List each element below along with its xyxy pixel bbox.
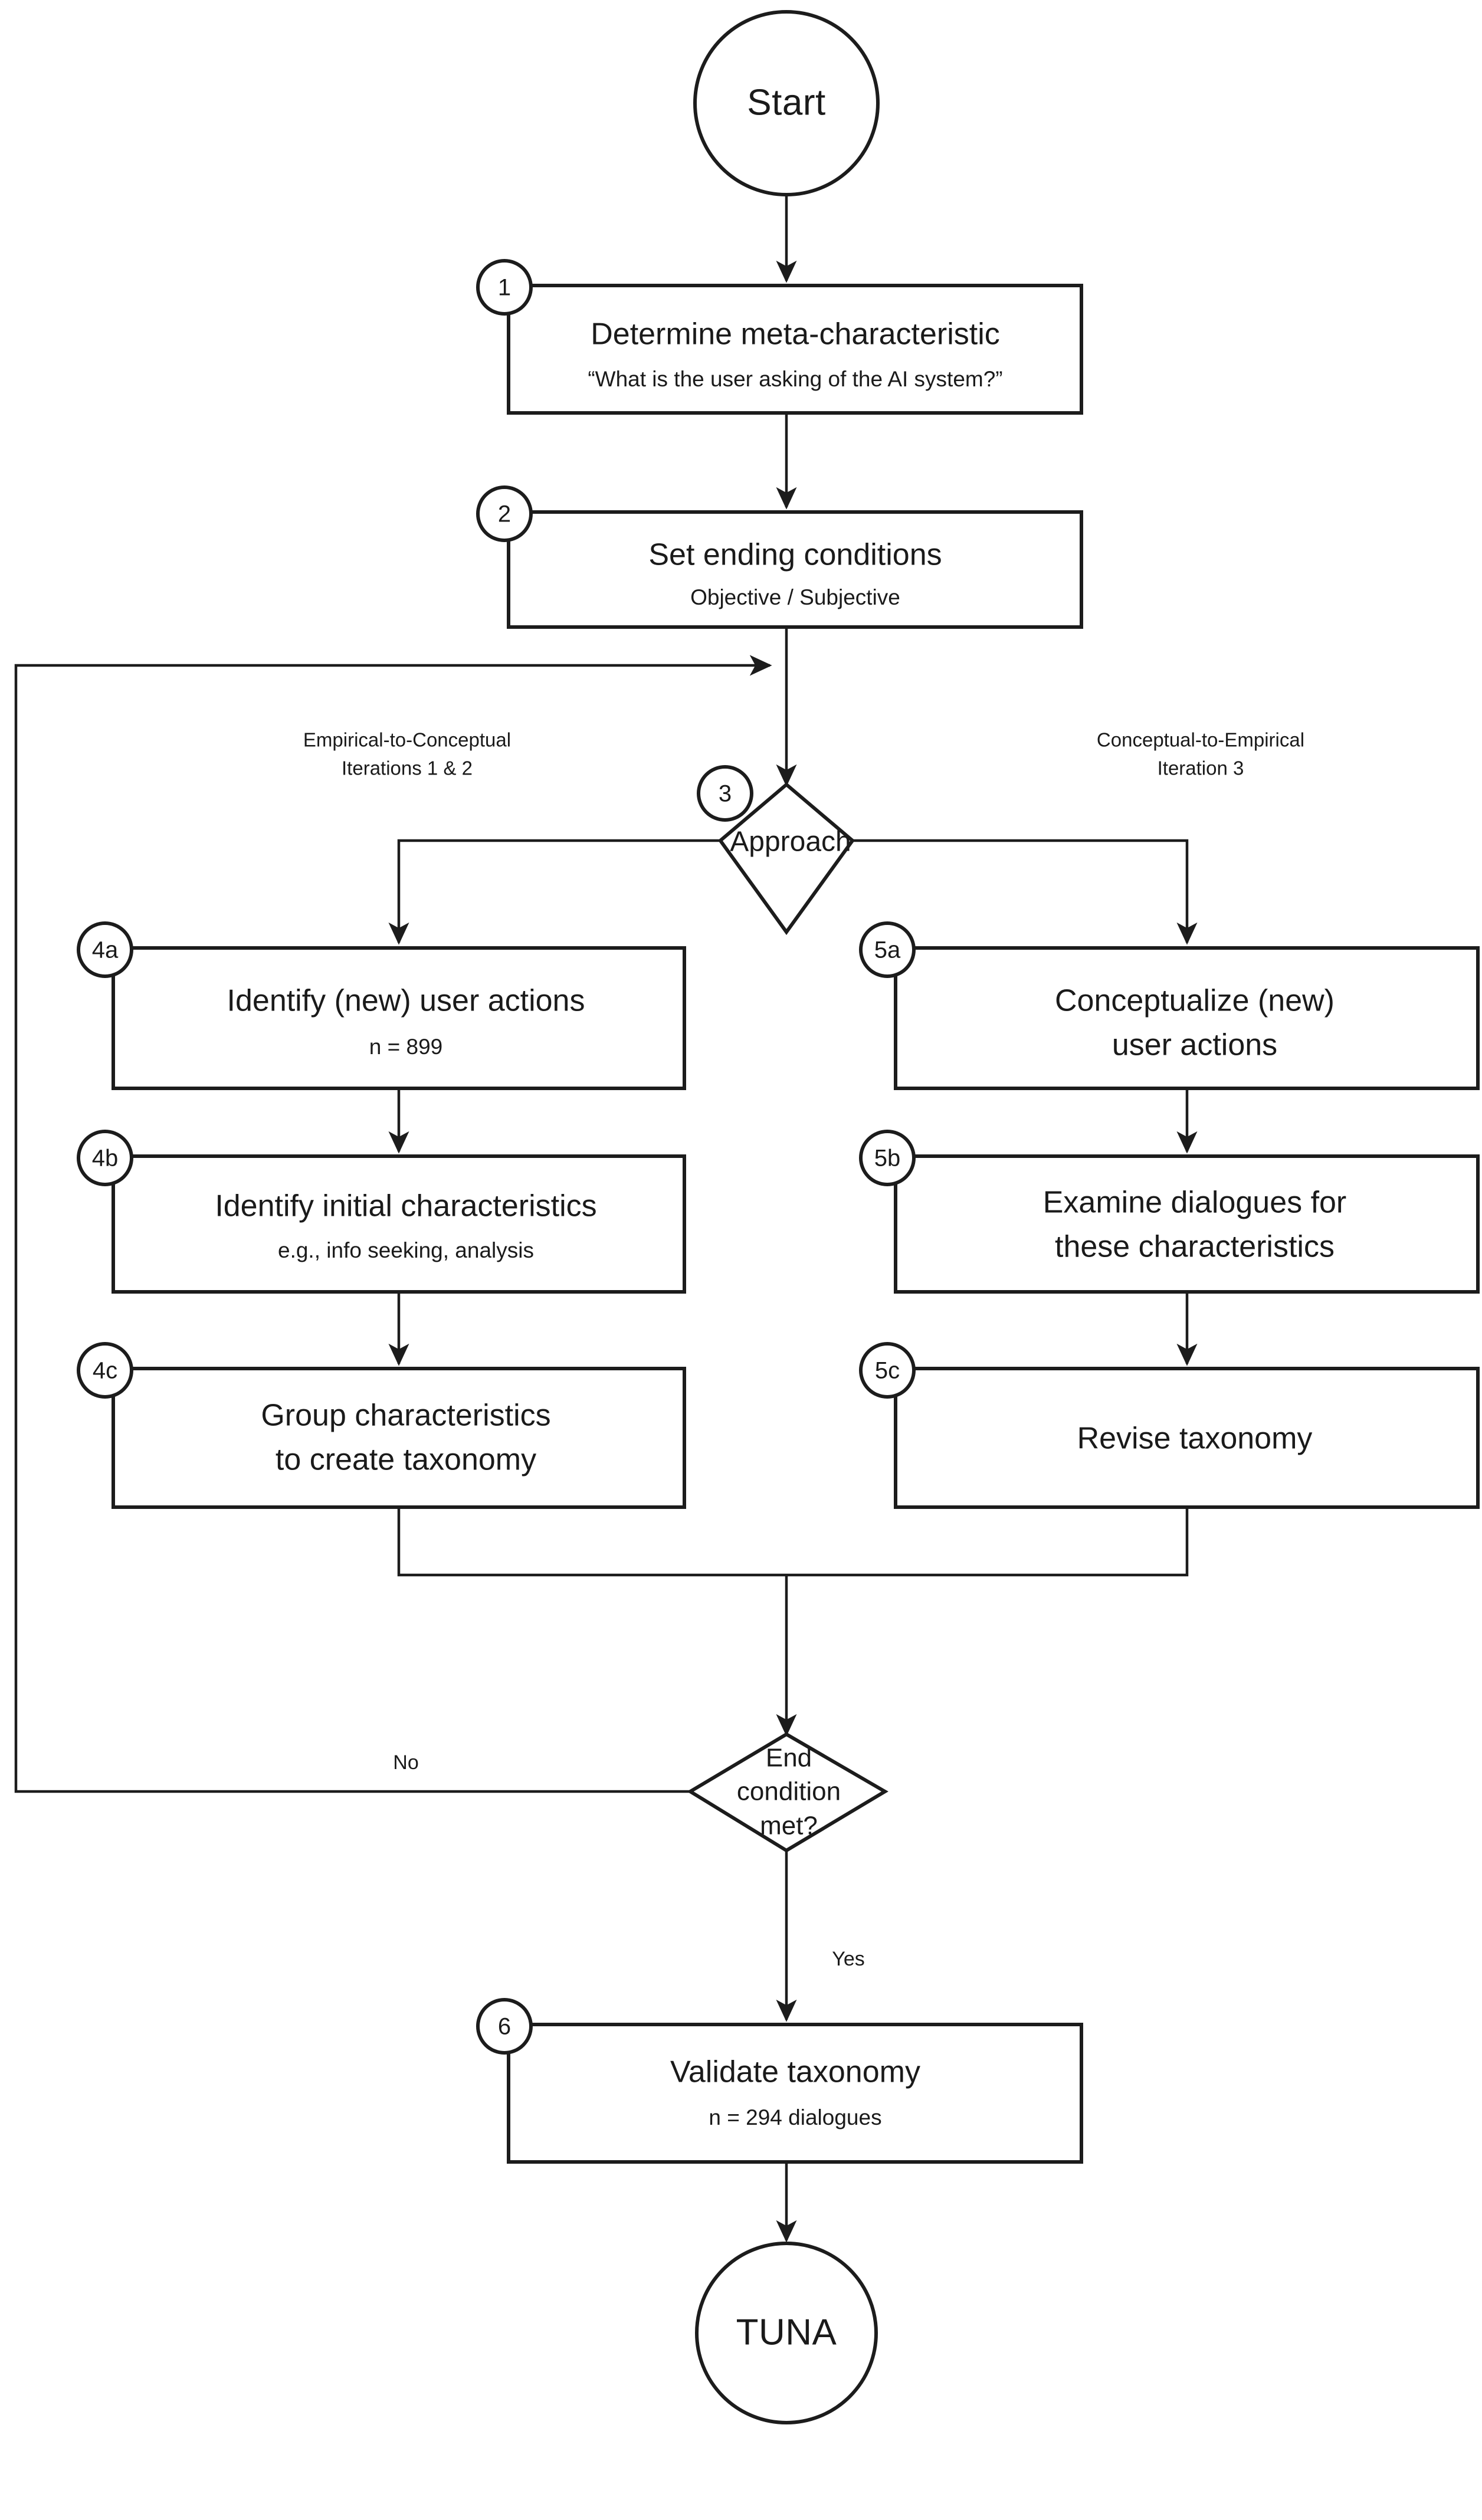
step-2-box: [507, 510, 1083, 629]
step-5b-badge-circle: [859, 1130, 916, 1186]
connector-feedback-loop: [14, 655, 772, 1793]
step-6-node: 6 Validate taxonomy n = 294 dialogues: [476, 1998, 1083, 2164]
step-5a-box: [894, 946, 1480, 1090]
step-5b-box: [894, 1154, 1480, 1294]
step-2-title: Set ending conditions: [648, 538, 942, 572]
step-6-badge-circle: [476, 1998, 533, 2055]
decision-approach-label: Approach: [730, 826, 851, 858]
decision-approach-diamond: [717, 782, 855, 936]
step-1-node: 1 Determine meta-characteristic “What is…: [476, 259, 1083, 415]
step-5a-badge-circle: [859, 921, 916, 978]
connector-approach-to-step5a: [845, 839, 1198, 945]
step-4b-badge-label: 4b: [92, 1146, 119, 1172]
decision-end-condition-node: End condition met?: [687, 1732, 888, 1853]
step-1-badge-label: 1: [498, 275, 511, 301]
step-5c-box: [894, 1367, 1480, 1509]
step-5b-node: 5b Examine dialogues for these character…: [859, 1130, 1480, 1294]
decision-end-condition-line3: met?: [760, 1812, 818, 1840]
branch-label-right: Conceptual-to-Empirical Iteration 3: [1097, 729, 1304, 779]
step-4c-subtitle: to create taxonomy: [276, 1443, 536, 1477]
branch-right-line1: Conceptual-to-Empirical: [1097, 729, 1304, 751]
step-5c-title: Revise taxonomy: [1077, 1422, 1313, 1456]
step-5a-badge-label: 5a: [874, 937, 901, 963]
step-6-box: [507, 2023, 1083, 2164]
step-1-title: Determine meta-characteristic: [591, 317, 1000, 352]
step-4c-badge-circle: [77, 1342, 133, 1399]
branch-label-left: Empirical-to-Conceptual Iterations 1 & 2: [303, 729, 511, 779]
step-4c-node: 4c Group characteristics to create taxon…: [77, 1342, 686, 1509]
start-circle: [693, 10, 880, 196]
step-6-badge-label: 6: [498, 2014, 511, 2040]
step-5b-title: Examine dialogues for: [1043, 1186, 1347, 1220]
decision-approach-node: 3 Approach: [697, 765, 855, 936]
end-label: TUNA: [736, 2312, 837, 2352]
edge-label-no: No: [393, 1751, 418, 1774]
step-4a-badge-label: 4a: [92, 937, 119, 963]
end-circle: [695, 2242, 878, 2424]
decision-approach-badge-label: 3: [719, 781, 732, 807]
step-5b-badge-label: 5b: [874, 1146, 901, 1172]
decision-end-condition-line1: End: [766, 1744, 812, 1773]
step-4a-badge-circle: [77, 921, 133, 978]
step-5c-badge-circle: [859, 1342, 916, 1399]
start-terminal: Start: [693, 10, 880, 196]
step-4a-box: [112, 946, 686, 1090]
step-4c-title: Group characteristics: [261, 1399, 550, 1433]
step-4c-badge-label: 4c: [93, 1358, 117, 1384]
step-2-badge-label: 2: [498, 501, 511, 527]
decision-approach-badge-circle: [697, 765, 753, 822]
step-4b-box: [112, 1154, 686, 1294]
step-5c-node: 5c Revise taxonomy: [859, 1342, 1480, 1509]
step-6-subtitle: n = 294 dialogues: [709, 2105, 881, 2129]
decision-end-condition-diamond: [687, 1732, 888, 1853]
step-5b-subtitle: these characteristics: [1055, 1230, 1335, 1264]
step-2-subtitle: Objective / Subjective: [690, 585, 900, 609]
step-4a-subtitle: n = 899: [369, 1035, 442, 1059]
step-5c-badge-label: 5c: [875, 1358, 900, 1384]
branch-left-line2: Iterations 1 & 2: [342, 757, 473, 779]
step-1-subtitle: “What is the user asking of the AI syste…: [588, 367, 1002, 391]
step-4b-node: 4b Identify initial characteristics e.g.…: [77, 1130, 686, 1294]
step-5a-title: Conceptualize (new): [1055, 984, 1335, 1018]
edge-label-yes: Yes: [832, 1948, 864, 1970]
connector-branches-merge: [397, 1507, 1189, 1577]
step-1-badge-circle: [476, 259, 533, 316]
step-1-box: [507, 284, 1083, 415]
step-4b-title: Identify initial characteristics: [215, 1189, 596, 1223]
step-5a-subtitle: user actions: [1112, 1028, 1277, 1062]
step-6-title: Validate taxonomy: [670, 2055, 920, 2089]
connector-layer: [14, 195, 1198, 2243]
step-4a-node: 4a Identify (new) user actions n = 899: [77, 921, 686, 1090]
start-label: Start: [747, 82, 825, 123]
step-4a-title: Identify (new) user actions: [227, 984, 585, 1018]
decision-end-condition-line2: condition: [737, 1777, 841, 1806]
step-2-badge-circle: [476, 485, 533, 542]
step-4b-subtitle: e.g., info seeking, analysis: [278, 1238, 534, 1262]
step-2-node: 2 Set ending conditions Objective / Subj…: [476, 485, 1083, 629]
branch-right-line2: Iteration 3: [1158, 757, 1244, 779]
connector-approach-to-step4a: [388, 839, 727, 945]
branch-left-line1: Empirical-to-Conceptual: [303, 729, 511, 751]
step-5a-node: 5a Conceptualize (new) user actions: [859, 921, 1480, 1090]
step-4b-badge-circle: [77, 1130, 133, 1186]
step-4c-box: [112, 1367, 686, 1509]
end-terminal: TUNA: [695, 2242, 878, 2424]
